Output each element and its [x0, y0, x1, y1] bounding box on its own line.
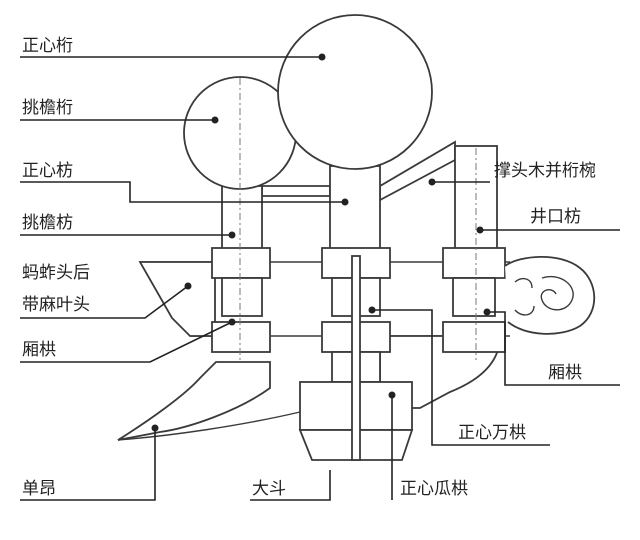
- zhengxin-fang-column: [329, 165, 381, 257]
- label-dan-ang: 单昂: [22, 479, 56, 499]
- leader-lines: [20, 53, 620, 501]
- labels: 正心桁 挑檐桁 正心枋 挑檐枋 蚂蚱头后 带麻叶头 厢栱 单昂 大斗 正心瓜栱 …: [22, 36, 596, 499]
- label-mazha-line2: 带麻叶头: [22, 295, 90, 315]
- center-spine: [351, 255, 361, 461]
- label-zhengxin-fang: 正心枋: [22, 161, 73, 181]
- label-zhengxin-heng: 正心桁: [22, 36, 73, 56]
- label-zhengxin-guagong: 正心瓜栱: [400, 479, 468, 499]
- right-bracket-stack: [442, 247, 506, 353]
- label-zhengxin-wangong: 正心万栱: [458, 423, 526, 443]
- bracket-structure: [117, 14, 596, 461]
- label-chengtou: 撑头木并桁椀: [494, 161, 596, 181]
- label-xianggong-right: 厢栱: [548, 363, 582, 383]
- cloud-scroll: [504, 255, 596, 335]
- label-tiaoyan-fang: 挑檐枋: [22, 213, 73, 233]
- tiaoyan-fang-column: [221, 185, 263, 257]
- label-tiaoyan-heng: 挑檐桁: [22, 98, 73, 118]
- dan-ang-beam: [117, 361, 271, 441]
- zhengxin-heng-circle: [277, 14, 433, 170]
- dan-ang-underside: [117, 411, 301, 441]
- label-mazha-line1: 蚂蚱头后: [22, 263, 90, 283]
- left-bracket-stack: [211, 247, 271, 353]
- mazha-head: [138, 261, 216, 337]
- rear-beam: [261, 185, 331, 197]
- label-xianggong-left: 厢栱: [22, 340, 56, 360]
- label-da-dou: 大斗: [252, 479, 286, 499]
- label-jingkou-fang: 井口枋: [530, 207, 581, 227]
